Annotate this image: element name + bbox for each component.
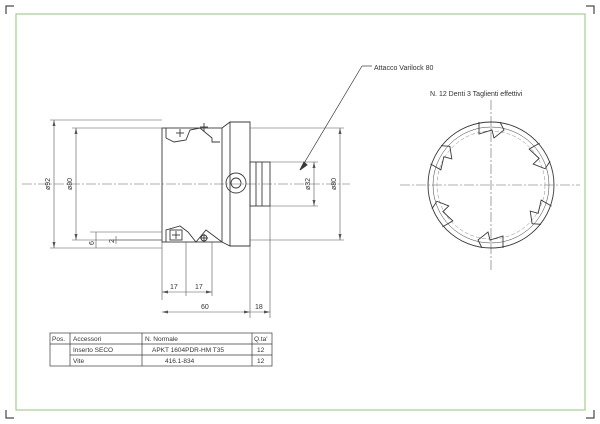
table-row-1-qty: 12 xyxy=(257,347,265,354)
upper-insert xyxy=(165,127,220,143)
sheet-border xyxy=(15,13,586,411)
note-leader xyxy=(299,65,363,171)
front-view xyxy=(400,100,580,270)
dimension-arrows xyxy=(52,120,342,314)
note-connection: Attacco Varilock 80 xyxy=(374,65,434,72)
table-header-standard: N. Normale xyxy=(145,336,178,343)
bolt-hole xyxy=(225,172,247,194)
dim-depth-2: 2 xyxy=(109,239,116,243)
dim-length-shank: 18 xyxy=(255,304,263,311)
table-row-1-accessory: Inserto SECO xyxy=(73,347,113,354)
tooth-pockets xyxy=(430,121,552,249)
table-row-2-standard: 416.1-834 xyxy=(165,358,195,365)
side-view xyxy=(22,65,372,247)
table-header-qty: Q.ta' xyxy=(254,336,268,343)
dim-outer-dia: ø92 xyxy=(45,178,52,190)
dim-body-dia: ø80 xyxy=(67,178,74,190)
table-row-2-accessory: Vite xyxy=(73,358,84,365)
table-header-pos: Pos. xyxy=(52,336,65,343)
dim-length-total: 60 xyxy=(201,304,209,311)
cutter-body xyxy=(161,127,223,243)
dimension-lines xyxy=(50,119,344,318)
dim-depth-6: 6 xyxy=(89,241,96,245)
corner-marks xyxy=(5,5,595,419)
table-row-2-qty: 12 xyxy=(257,358,265,365)
table-header-accessory: Accessori xyxy=(73,336,101,343)
parts-table xyxy=(49,332,273,367)
dim-shank-dia: ø32 xyxy=(305,178,312,190)
table-row-1-standard: APKT 1604PDR-HM T35 xyxy=(152,347,224,354)
dim-right-dia: ø80 xyxy=(331,178,338,190)
dim-pitch-a: 17 xyxy=(170,284,178,291)
shank xyxy=(249,161,271,207)
dim-pitch-b: 17 xyxy=(195,284,203,291)
lower-insert xyxy=(165,225,223,243)
note-teeth: N. 12 Denti 3 Taglienti effettivi xyxy=(430,91,523,98)
front-outer-circle xyxy=(427,121,555,249)
